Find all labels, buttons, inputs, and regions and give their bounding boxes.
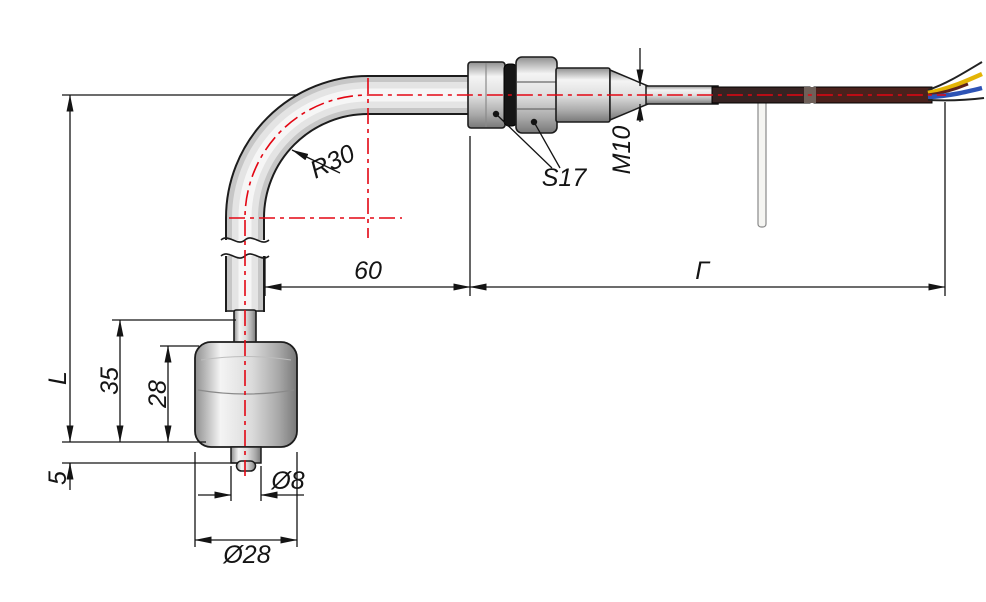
thin-wire-bottom [927, 97, 985, 102]
cable-assembly [711, 61, 985, 228]
label-probe-length: L [44, 371, 72, 385]
label-float-diameter: Ø28 [222, 541, 270, 569]
main-axis-centerline [244, 94, 946, 476]
leader-dot [530, 118, 538, 126]
dimension-labels: 60 Г L 35 28 5 M10 S17 R30 Ø8 Ø28 [44, 126, 711, 569]
blue-wire [927, 85, 983, 100]
centerlines [229, 78, 946, 476]
label-60: 60 [354, 257, 382, 285]
red-wire [927, 82, 969, 97]
label-tube-diameter: Ø8 [270, 467, 304, 495]
float-shoulder-line [200, 356, 292, 361]
label-wrench-size: S17 [542, 164, 588, 192]
thin-wire-top [927, 61, 983, 91]
leader-s17-collar [495, 113, 553, 169]
yellow-wire [927, 71, 983, 96]
float-assembly [194, 309, 298, 472]
dimensions [62, 48, 946, 547]
leader-dot [492, 110, 500, 118]
label-bend-radius: R30 [306, 139, 360, 184]
label-35: 35 [96, 367, 124, 395]
process-fitting [467, 56, 719, 134]
label-thread-size: M10 [608, 126, 636, 175]
float-seam [197, 389, 295, 395]
label-5: 5 [44, 471, 72, 485]
leader-s17-nut [533, 121, 561, 169]
white-wire [757, 99, 767, 228]
label-28: 28 [144, 380, 172, 409]
float-end-cap [235, 460, 257, 472]
label-cable-length: Г [695, 257, 711, 285]
leader-r30 [291, 149, 341, 174]
